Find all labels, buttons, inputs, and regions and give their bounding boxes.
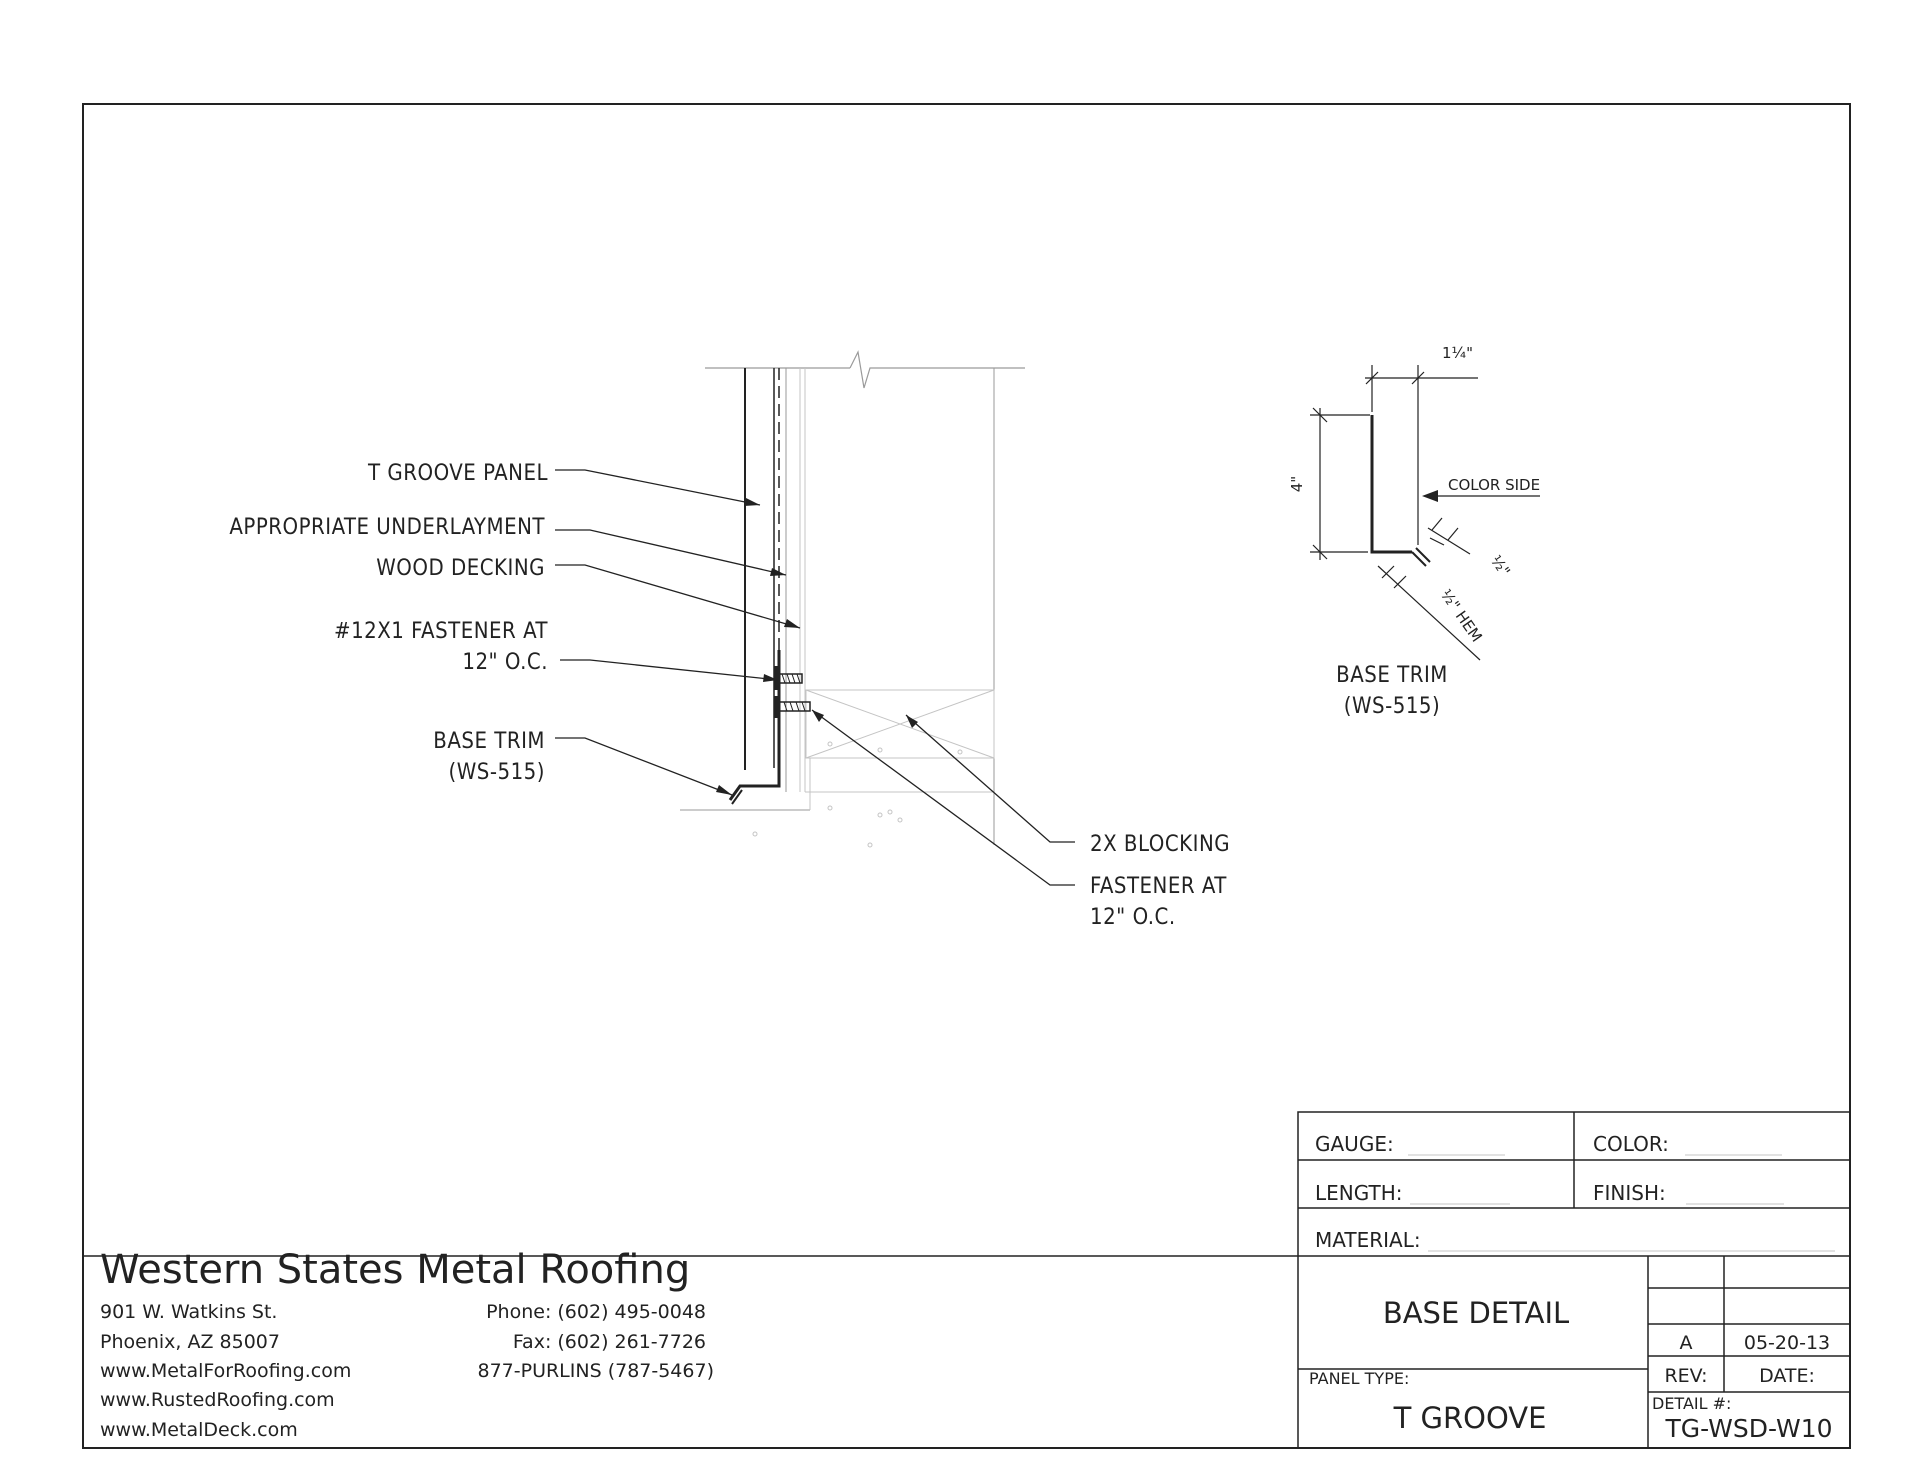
leader-fastener xyxy=(560,659,779,681)
dim-height xyxy=(1310,407,1370,560)
dim-half xyxy=(1427,517,1471,555)
fax-number: Fax: (602) 261-7726 xyxy=(513,1331,706,1353)
trim-detail-hem-fold xyxy=(1415,547,1431,563)
label-2x-blocking: 2X BLOCKING xyxy=(1090,832,1230,857)
label-fastener2-line2: 12" O.C. xyxy=(1090,905,1176,930)
title-block: GAUGE: COLOR: LENGTH: FINISH: MATERIAL: … xyxy=(83,1111,1851,1449)
date-value: 05-20-13 xyxy=(1744,1332,1830,1354)
phone-number: Phone: (602) 495-0048 xyxy=(486,1301,706,1323)
screw-fastener-lower xyxy=(774,696,811,718)
detail-number: TG-WSD-W10 xyxy=(1664,1414,1832,1443)
label-base-trim-line2: (WS-515) xyxy=(448,760,545,785)
label-t-groove-panel: T GROOVE PANEL xyxy=(367,461,548,486)
trim-detail-profile xyxy=(1370,415,1412,554)
break-symbol xyxy=(849,350,1025,389)
base-trim-hem xyxy=(731,789,743,805)
concrete-aggregate xyxy=(752,741,963,848)
company-name: Western States Metal Roofing xyxy=(100,1247,690,1293)
length-label: LENGTH: xyxy=(1315,1181,1403,1205)
trim-detail-hem xyxy=(1411,551,1427,567)
base-trim-profile xyxy=(728,650,781,801)
color-side-arrowhead xyxy=(1422,490,1438,502)
address-line2: Phoenix, AZ 85007 xyxy=(100,1331,280,1353)
leader-underlayment xyxy=(555,529,787,576)
dim-height-text: 4" xyxy=(1288,476,1306,492)
dim-half-text: ½" xyxy=(1487,552,1514,580)
gauge-label: GAUGE: xyxy=(1315,1132,1394,1156)
leader-arrowheads xyxy=(716,498,918,795)
color-label: COLOR: xyxy=(1593,1132,1669,1156)
label-underlayment: APPROPRIATE UNDERLAYMENT xyxy=(229,515,545,540)
leader-base-trim xyxy=(555,737,733,796)
address-line1: 901 W. Watkins St. xyxy=(100,1301,277,1323)
toll-free-number: 877-PURLINS (787-5467) xyxy=(478,1360,715,1382)
base-trim-detail: 1¼" 4" COLOR SIDE ½" ½" HEM BAS xyxy=(1288,344,1540,719)
leader-fastener-2 xyxy=(811,709,1075,886)
dim-top-text: 1¼" xyxy=(1442,344,1473,362)
label-base-trim-line1: BASE TRIM xyxy=(433,729,545,754)
panel-type-value: T GROOVE xyxy=(1393,1401,1547,1435)
dim-hem xyxy=(1377,565,1481,661)
dim-top xyxy=(1365,365,1478,545)
label-fastener-line1: #12X1 FASTENER AT xyxy=(334,619,548,644)
leader-blocking xyxy=(905,714,1075,843)
label-fastener2-line1: FASTENER AT xyxy=(1090,874,1227,899)
label-fastener-line2: 12" O.C. xyxy=(462,650,548,675)
detail-title: BASE DETAIL xyxy=(1383,1296,1569,1330)
website-1: www.MetalForRoofing.com xyxy=(100,1360,351,1382)
rev-value: A xyxy=(1680,1332,1693,1354)
base-section-drawing: T GROOVE PANEL APPROPRIATE UNDERLAYMENT … xyxy=(229,350,1230,930)
detail-number-label: DETAIL #: xyxy=(1652,1394,1731,1413)
leader-wood-decking xyxy=(555,564,801,629)
trim-detail-title-line2: (WS-515) xyxy=(1344,694,1441,719)
screw-fastener-upper xyxy=(774,666,803,690)
material-label: MATERIAL: xyxy=(1315,1228,1421,1252)
date-label: DATE: xyxy=(1759,1365,1815,1387)
dim-hem-text: ½" HEM xyxy=(1437,586,1486,645)
website-3: www.MetalDeck.com xyxy=(100,1419,298,1441)
blocking-box xyxy=(805,689,995,759)
color-side-label: COLOR SIDE xyxy=(1448,476,1540,494)
trim-detail-title-line1: BASE TRIM xyxy=(1336,663,1448,688)
rev-label: REV: xyxy=(1664,1365,1707,1387)
panel-type-label: PANEL TYPE: xyxy=(1309,1369,1409,1388)
blocking-x2 xyxy=(805,689,995,759)
label-wood-decking: WOOD DECKING xyxy=(376,556,545,581)
leader-t-groove xyxy=(555,469,761,506)
sheet-border xyxy=(82,103,1851,1449)
website-2: www.RustedRoofing.com xyxy=(100,1389,335,1411)
finish-label: FINISH: xyxy=(1593,1181,1666,1205)
